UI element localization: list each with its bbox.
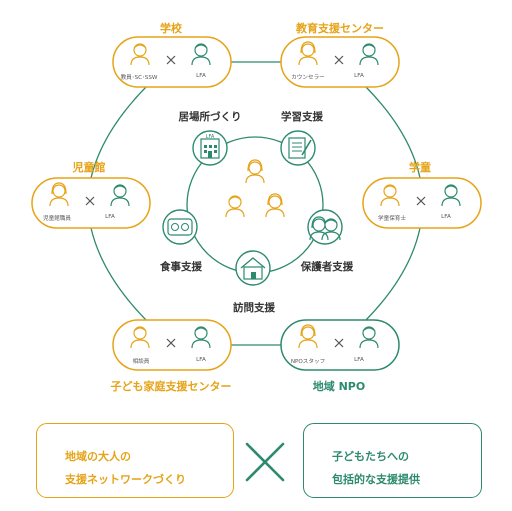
caption-npo-staff: NPOスタッフ [290,359,326,365]
house-icon [240,257,266,280]
cross-icon [166,55,176,65]
building-icon [200,138,220,159]
hub-npo [280,319,400,371]
link-hall-school [90,86,147,179]
child-icon [225,195,245,218]
person-icon [130,43,150,66]
caption-edu-lfa: LFA [354,73,364,79]
hub-label-after-school-care: 学童 [409,161,431,174]
building-sign: LFA [205,134,215,140]
hub-childrens-hall [31,177,151,229]
support-label-visit: 訪問支援 [233,302,275,314]
link-family-hall [90,227,147,321]
comprehensive-support-box: 子どもたちへの 包括的な支援提供 [303,423,482,498]
caption-npo-lfa: LFA [354,357,364,363]
support-label-guardian: 保護者支援 [300,261,354,273]
caption-consultant: 相談員 [132,359,150,365]
parent-icon [321,218,341,241]
comprehensive-support-text: 子どもたちへの 包括的な支援提供 [332,450,420,486]
caption-hall-staff: 児童館職員 [43,216,71,222]
hub-school [112,36,232,88]
cross-icon [416,196,426,206]
adult-network-box: 地域の大人の 支援ネットワークづくり [36,423,234,498]
adult-network-text: 地域の大人の 支援ネットワークづくり [65,450,186,486]
person-icon [110,184,130,207]
caption-hall-lfa: LFA [105,214,115,220]
hub-label-npo: 地域 NPO [312,380,366,393]
person-icon [359,326,379,349]
support-label-meal: 食事支援 [160,261,202,273]
person-icon [441,184,461,207]
hub-pill-family-support-center [112,319,232,371]
caption-family-lfa: LFA [196,357,206,363]
support-label-place: 居場所づくり [178,111,242,123]
person-icon [130,326,150,349]
caption-school-lfa: LFA [196,73,206,79]
child-icon [245,159,265,184]
hub-label-childrens-hall: 児童館 [72,161,106,174]
hub-education-support-center [280,36,400,88]
support-label-study: 学習支援 [281,111,323,123]
person-icon [191,43,211,66]
hub-label-family-support-center: 子ども家庭支援センター [110,380,232,393]
multiply-icon [245,442,285,482]
cross-icon [334,338,344,348]
notebook-icon-circle [280,130,316,166]
person-icon [49,182,69,207]
link-education-afterschool [365,86,421,179]
hub-label-school: 学校 [160,22,182,35]
meal-icon [167,218,193,236]
cross-icon [85,196,95,206]
hub-after-school-care [362,177,482,229]
cross-icon [166,338,176,348]
person-icon [380,184,400,207]
hub-family-support-center [112,319,232,371]
caption-after-school-lfa: LFA [441,214,451,220]
caption-school-staff: 教員･SC･SSW [120,75,158,81]
notebook-icon [288,137,312,159]
person-icon [298,324,318,349]
person-icon [298,41,318,66]
caption-after-school-staff: 学童保育士 [378,216,406,222]
caption-counselor: カウンセラー [291,75,325,81]
person-icon [191,326,211,349]
person-icon [359,43,379,66]
child-icon [265,193,285,218]
cross-icon [334,55,344,65]
link-afterschool-npo [365,227,421,321]
hub-label-education-support-center: 教育支援センター [296,22,384,35]
